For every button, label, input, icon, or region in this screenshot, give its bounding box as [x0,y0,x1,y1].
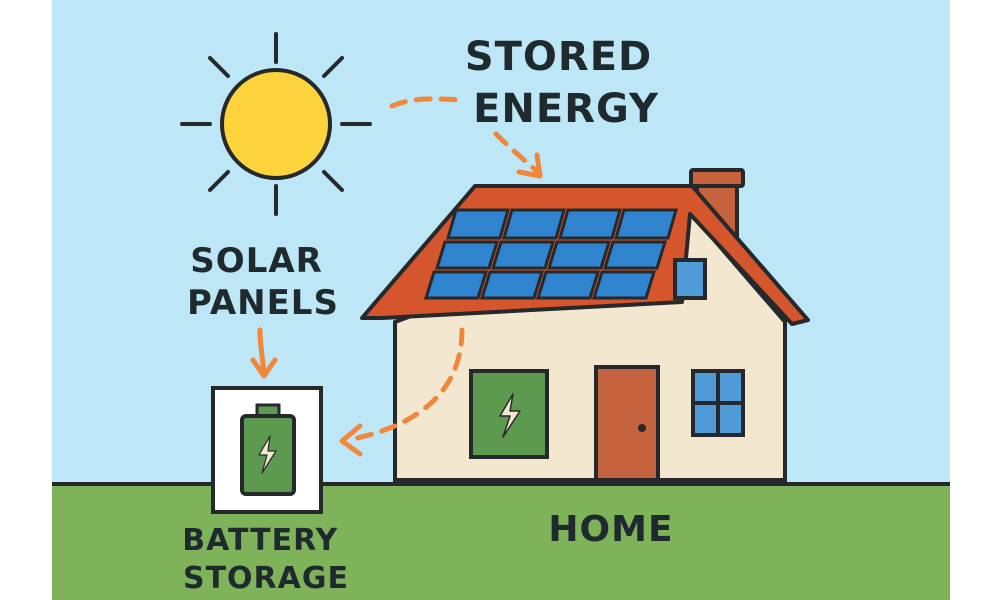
battery-storage-label-line-1: BATTERY [182,523,338,558]
sun-icon [180,32,372,216]
solar-panels-label-line-2: PANELS [187,283,339,323]
arrow-label-to-battery [257,327,267,375]
door-knob [638,424,646,432]
arrowhead [339,423,363,457]
battery-storage-label: BATTERY STORAGE [182,523,350,596]
chimney-cap [689,168,745,188]
stored-energy-label-line-1: STORED [465,34,652,80]
stored-energy-label: STORED ENERGY [465,34,667,132]
house [360,168,810,482]
stored-energy-label-line-2: ENERGY [473,86,659,132]
battery-storage-label-line-2: STORAGE [183,561,349,596]
battery-storage-unit [211,386,323,514]
solar-panels-label-line-1: SOLAR [190,241,323,281]
flow-arrows [250,96,543,457]
arrow-house-to-battery [345,327,465,443]
solar-panel-array [423,208,678,300]
front-door [594,365,660,482]
home-label: HOME [548,509,673,550]
arrow-label-to-roof [493,131,543,177]
solar-panels-label: SOLAR PANELS [187,241,339,323]
attic-window [673,258,707,300]
lightning-bolt-icon [499,393,521,438]
arrowhead [250,357,278,379]
ground [52,483,950,600]
arrowhead [516,152,543,179]
lightning-bolt-icon [258,435,277,474]
energy-window [469,369,549,459]
side-window [691,369,745,437]
arrow-sun-to-label [389,96,465,109]
